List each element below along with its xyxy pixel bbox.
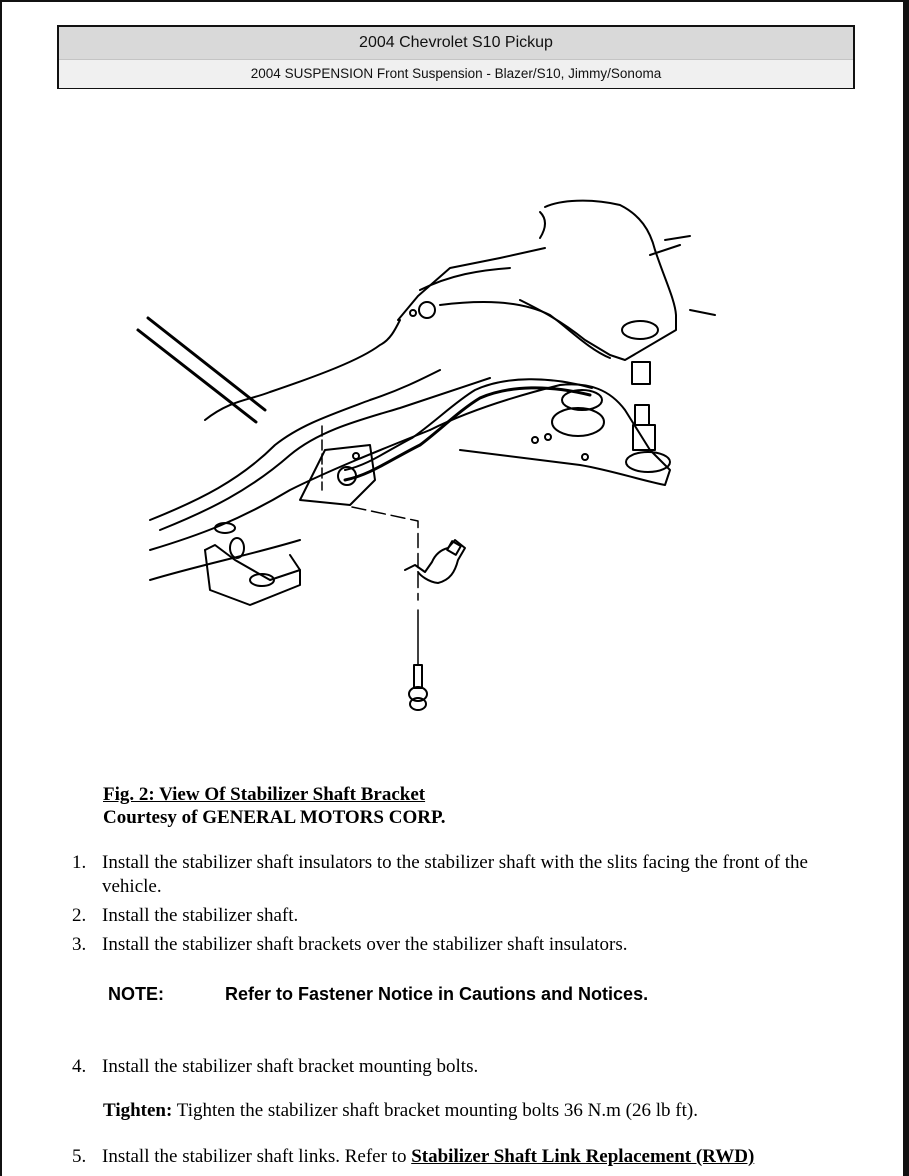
step-4: 4. Install the stabilizer shaft bracket m… bbox=[72, 1055, 852, 1079]
step-text: Install the stabilizer shaft brackets ov… bbox=[102, 934, 628, 955]
step-number: 1. bbox=[72, 852, 87, 873]
vehicle-title: 2004 Chevrolet S10 Pickup bbox=[59, 27, 853, 60]
step-text: Install the stabilizer shaft bracket mou… bbox=[102, 1056, 479, 1077]
step-3: 3. Install the stabilizer shaft brackets … bbox=[72, 933, 852, 957]
document-header: 2004 Chevrolet S10 Pickup 2004 SUSPENSIO… bbox=[57, 25, 855, 89]
figure-title: Fig. 2: View Of Stabilizer Shaft Bracket bbox=[103, 784, 426, 805]
tighten-label: Tighten: bbox=[103, 1100, 173, 1121]
step-number: 3. bbox=[72, 934, 87, 955]
tighten-spec: Tighten: Tighten the stabilizer shaft br… bbox=[103, 1099, 698, 1123]
note-text: Refer to Fastener Notice in Cautions and… bbox=[225, 984, 649, 1004]
tighten-text: Tighten the stabilizer shaft bracket mou… bbox=[172, 1100, 698, 1121]
stabilizer-shaft-link-replacement-link[interactable]: Stabilizer Shaft Link Replacement (RWD) bbox=[411, 1146, 755, 1167]
note-label: NOTE: bbox=[108, 984, 164, 1004]
step-1: 1. Install the stabilizer shaft insulator… bbox=[72, 851, 852, 899]
step-number: 4. bbox=[72, 1056, 87, 1077]
stabilizer-shaft-bracket-diagram bbox=[130, 180, 730, 720]
step-text: Install the stabilizer shaft. bbox=[102, 905, 299, 926]
section-subtitle: 2004 SUSPENSION Front Suspension - Blaze… bbox=[59, 60, 853, 88]
page-border-top bbox=[0, 0, 909, 2]
page-border-right bbox=[903, 0, 909, 1176]
page-border-left bbox=[0, 0, 2, 1176]
step-number: 2. bbox=[72, 905, 87, 926]
step-text: Install the stabilizer shaft insulators … bbox=[102, 852, 808, 897]
step-5: 5. Install the stabilizer shaft links. Re… bbox=[72, 1145, 852, 1169]
figure-caption: Fig. 2: View Of Stabilizer Shaft Bracket… bbox=[103, 783, 446, 829]
step-2: 2. Install the stabilizer shaft. bbox=[72, 904, 852, 928]
step-text: Install the stabilizer shaft links. Refe… bbox=[102, 1146, 412, 1167]
step-number: 5. bbox=[72, 1146, 87, 1167]
figure-courtesy: Courtesy of GENERAL MOTORS CORP. bbox=[103, 807, 446, 828]
